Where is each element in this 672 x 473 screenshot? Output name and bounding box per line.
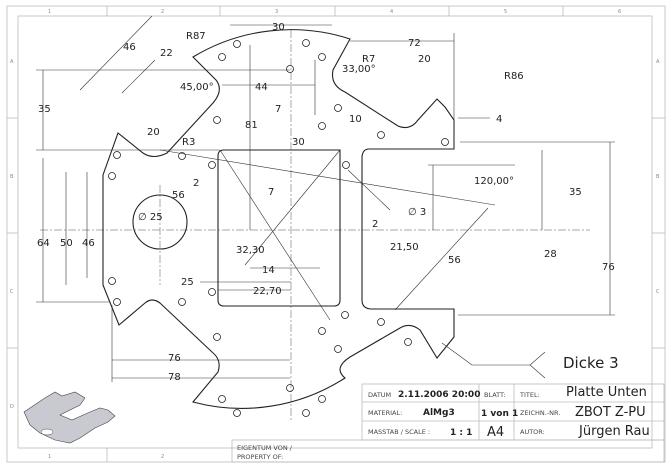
dim-46-left: 46 [82,238,95,249]
dim-32-30: 32,30 [236,245,265,256]
dimension-labels: 30 R87 46 22 45,00° 44 35 81 7 30 20 R3 … [37,22,615,383]
zone-row-a: A [10,59,14,65]
blatt-value: 1 von 1 [481,409,518,419]
title-block: DATUM 2.11.2006 20:00 BLATT: TITEL: Plat… [231,383,665,463]
zone-row-c-right: C [656,289,660,295]
dim-10: 10 [349,114,362,125]
dim-56-right: 56 [448,255,461,266]
zone-col-2: 2 [161,9,164,15]
dim-21-50: 21,50 [390,242,419,253]
dim-56-left: 56 [172,190,185,201]
holes [108,39,449,417]
property-label-1: EIGENTUM VON / [237,444,293,452]
dim-76-bottom: 76 [168,353,181,364]
dim-22: 22 [160,48,173,59]
autor-label: AUTOR: [520,428,545,436]
zone-col-1-bottom: 1 [48,454,51,460]
zone-row-a-right: A [656,59,660,65]
dim-50: 50 [60,238,73,249]
format-value: A4 [487,425,504,440]
zone-col-2-bottom: 2 [161,454,164,460]
part-outline [102,29,455,409]
dimension-lines [36,15,615,382]
thickness-note: Dicke 3 [563,354,619,372]
dim-14: 14 [262,265,275,276]
scale-label: MASSTAB / SCALE : [368,428,430,436]
center-lines [40,30,590,420]
dim-r87: R87 [186,31,206,42]
zone-row-b-right: B [656,174,660,180]
dim-35-right: 35 [569,187,582,198]
dim-44: 44 [255,82,268,93]
zone-col-4: 4 [390,9,393,15]
zone-col-5: 5 [504,9,507,15]
dim-r7: R7 [362,54,375,65]
dim-25: 25 [181,277,194,288]
property-label-2: PROPERTY OF: [237,453,283,461]
dim-2-left: 2 [193,178,199,189]
dim-35-left: 35 [38,104,51,115]
dim-r3: R3 [182,137,195,148]
zone-col-6: 6 [618,9,621,15]
zone-col-3: 3 [275,9,278,15]
dim-78: 78 [168,372,181,383]
dim-7-lower: 7 [268,187,274,198]
material-value: AlMg3 [423,408,455,418]
dim-dia-3: ∅ 3 [408,207,426,218]
large-bore-hole [132,194,188,250]
zeichn-label: ZEICHN.-NR. [520,409,560,417]
dim-22-70: 22,70 [253,286,282,297]
dim-7-upper: 7 [275,104,281,115]
dim-20-left: 20 [147,127,160,138]
zeichn-value: ZBOT Z-PU [575,405,646,420]
dim-72: 72 [408,38,421,49]
material-label: MATERIAL: [368,409,402,417]
dim-4: 4 [496,114,502,125]
dim-dia-25: ∅ 25 [138,212,163,223]
scale-value: 1 : 1 [450,428,472,438]
inner-rectangle [217,149,341,307]
zone-row-d: D [10,404,14,410]
dim-76-right: 76 [602,262,615,273]
datum-label: DATUM [368,391,391,399]
dim-angle-45: 45,00° [180,82,214,93]
dim-angle-120: 120,00° [474,176,514,187]
dim-r86: R86 [504,71,524,82]
dim-30-top: 30 [272,22,285,33]
datum-value: 2.11.2006 20:00 [398,390,480,400]
dim-angle-33: 33,00° [342,64,376,75]
autor-value: Jürgen Rau [578,424,650,439]
blatt-label: BLATT: [484,391,505,399]
zone-col-1: 1 [48,9,51,15]
dim-81: 81 [245,120,258,131]
titel-value: Platte Unten [566,385,647,400]
dim-20-right: 20 [418,54,431,65]
dim-28: 28 [544,249,557,260]
dim-2-right: 2 [372,219,378,230]
zone-row-c: C [10,289,14,295]
dim-46: 46 [123,42,136,53]
dim-64: 64 [37,238,50,249]
dim-30-mid: 30 [292,137,305,148]
titel-label: TITEL: [519,391,540,399]
isometric-thumbnail [23,391,116,444]
zone-row-b: B [10,174,14,180]
